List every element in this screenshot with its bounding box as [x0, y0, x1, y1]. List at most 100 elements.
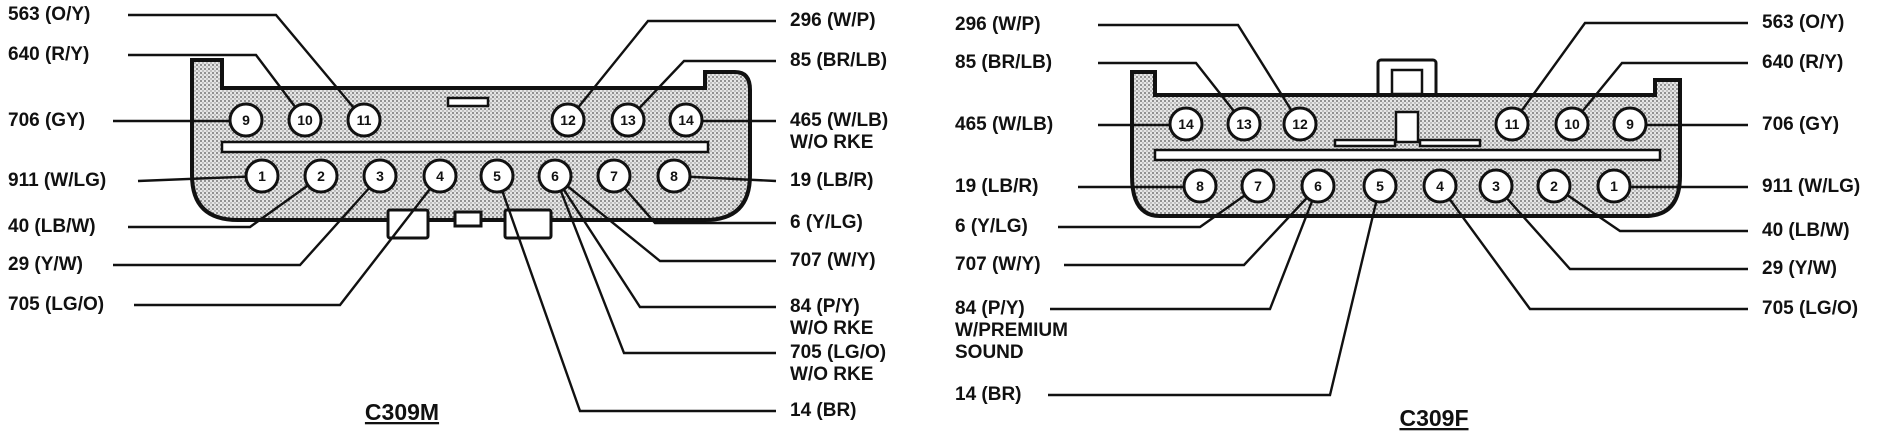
c309f-pin-7: 7	[1240, 168, 1276, 204]
c309m-wire-label: 6 (Y/LG)	[790, 212, 863, 233]
c309m-wire-label: W/O RKE	[790, 318, 873, 339]
c309m-pin-circle	[596, 158, 632, 194]
c309m-pin-number: 7	[610, 168, 618, 184]
c309m-pin-12: 12	[550, 102, 586, 138]
c309f-wire-label: 14 (BR)	[955, 384, 1022, 405]
c309f-pin-circle	[1240, 168, 1276, 204]
c309m-pin-number: 12	[560, 112, 576, 128]
c309m-pin-circle	[287, 102, 323, 138]
c309f-leader-12	[1098, 23, 1302, 125]
c309m-wire-label: 563 (O/Y)	[8, 4, 90, 25]
c309m-pin-5: 5	[479, 158, 515, 194]
c309f-pin-1: 1	[1596, 168, 1632, 204]
c309m-leader-5	[495, 175, 776, 413]
c309f-pin-number: 13	[1236, 116, 1252, 132]
c309f-pin-circle	[1300, 168, 1336, 204]
c309m-pin-3: 3	[362, 158, 398, 194]
c309m-pin-number: 11	[357, 112, 372, 128]
c309f-wire-label: 6 (Y/LG)	[955, 216, 1028, 237]
c309f-leader-6	[1050, 185, 1320, 311]
c309m-pin-circle	[668, 102, 704, 138]
c309m-center-key	[453, 210, 483, 228]
c309m-pin-8: 8	[656, 158, 692, 194]
c309f-pin-number: 7	[1254, 178, 1262, 194]
c309m-wire-label: 19 (LB/R)	[790, 170, 873, 191]
c309f-wire-label: 705 (LG/O)	[1762, 298, 1858, 319]
c309m-leader-6	[554, 175, 776, 263]
c309m-wire-label: 14 (BR)	[790, 400, 857, 421]
c309m-leader-13	[627, 59, 776, 121]
c309m-pin-circle	[244, 158, 280, 194]
c309m-leader-7	[613, 175, 776, 225]
c309f-pin-number: 2	[1550, 178, 1558, 194]
connector-c309m: C309M	[190, 58, 752, 425]
c309m-right-latch	[503, 208, 553, 240]
c309f-pin-number: 6	[1314, 178, 1322, 194]
c309f-pin-number: 10	[1564, 116, 1580, 132]
c309f-pin-circle	[1596, 168, 1632, 204]
c309f-pin-number: 1	[1610, 178, 1618, 194]
c309m-pin-circle	[550, 102, 586, 138]
c309f-leader-2	[1553, 185, 1748, 233]
c309f-pin-10: 10	[1554, 106, 1590, 142]
c309f-wire-label: 707 (W/Y)	[955, 254, 1041, 275]
c309m-wire-label: 84 (P/Y)	[790, 296, 860, 317]
c309f-pin-number: 4	[1436, 178, 1444, 194]
c309f-leader-13	[1098, 61, 1245, 125]
c309m-pin-number: 3	[376, 168, 384, 184]
c309m-pin-number: 10	[297, 112, 313, 128]
c309m-pin-number: 4	[436, 168, 444, 184]
c309m-pin-number: 13	[620, 112, 636, 128]
c309f-left-ledge	[1333, 138, 1397, 148]
c309m-wire-label: 85 (BR/LB)	[790, 50, 887, 71]
c309f-pin-14: 14	[1168, 106, 1204, 142]
c309f-pin-9: 9	[1612, 106, 1648, 142]
c309f-center-slot	[1394, 110, 1420, 144]
c309m-housing	[190, 58, 752, 222]
c309f-pin-circle	[1422, 168, 1458, 204]
c309f-pin-circle	[1182, 168, 1218, 204]
c309f-wire-label: 640 (R/Y)	[1762, 52, 1843, 73]
c309f-pin-6: 6	[1300, 168, 1336, 204]
c309m-pin-11: 11	[346, 102, 382, 138]
c309m-wire-label: W/O RKE	[790, 132, 873, 153]
c309m-pin-number: 2	[317, 168, 325, 184]
c309f-wire-label: 84 (P/Y)	[955, 298, 1025, 319]
c309f-pin-11: 11	[1494, 106, 1530, 142]
c309m-pin-number: 14	[678, 112, 694, 128]
c309f-leader-10	[1571, 61, 1748, 125]
c309f-top-lock-inner	[1390, 68, 1424, 96]
c309m-wire-label: 911 (W/LG)	[8, 170, 106, 191]
c309m-pin-number: 8	[670, 168, 678, 184]
c309f-pin-number: 3	[1492, 178, 1500, 194]
c309f-wire-label: 19 (LB/R)	[955, 176, 1038, 197]
c309f-divider-bar	[1153, 148, 1662, 162]
c309f-leader-7	[1058, 185, 1259, 229]
c309m-pin-4: 4	[422, 158, 458, 194]
c309f-pin-5: 5	[1362, 168, 1398, 204]
c309f-pin-2: 2	[1536, 168, 1572, 204]
c309m-leader-3	[113, 175, 381, 267]
c309m-wire-label: W/O RKE	[790, 364, 873, 385]
c309m-pin-circle	[362, 158, 398, 194]
c309f-pin-number: 11	[1505, 116, 1520, 132]
wire-labels: 563 (O/Y)640 (R/Y)706 (GY)911 (W/LG)40 (…	[8, 4, 1860, 421]
c309f-pin-circle	[1478, 168, 1514, 204]
c309m-leader-2	[128, 175, 322, 229]
c309m-pin-number: 9	[242, 112, 250, 128]
c309m-leader-12	[567, 19, 776, 121]
c309m-pin-7: 7	[596, 158, 632, 194]
c309m-leader-4	[134, 175, 441, 307]
c309f-wire-label: 465 (W/LB)	[955, 114, 1053, 135]
c309f-wire-label: 911 (W/LG)	[1762, 176, 1860, 197]
c309m-pin-13: 13	[610, 102, 646, 138]
c309f-leader-5	[1048, 185, 1382, 397]
c309f-pin-13: 13	[1226, 106, 1262, 142]
c309m-leader-6	[553, 175, 776, 355]
c309f-pin-circle	[1362, 168, 1398, 204]
c309f-pin-circle	[1554, 106, 1590, 142]
c309f-wire-label: 29 (Y/W)	[1762, 258, 1837, 279]
c309f-leader-11	[1511, 21, 1748, 125]
c309f-wire-label: W/PREMIUM	[955, 320, 1068, 341]
